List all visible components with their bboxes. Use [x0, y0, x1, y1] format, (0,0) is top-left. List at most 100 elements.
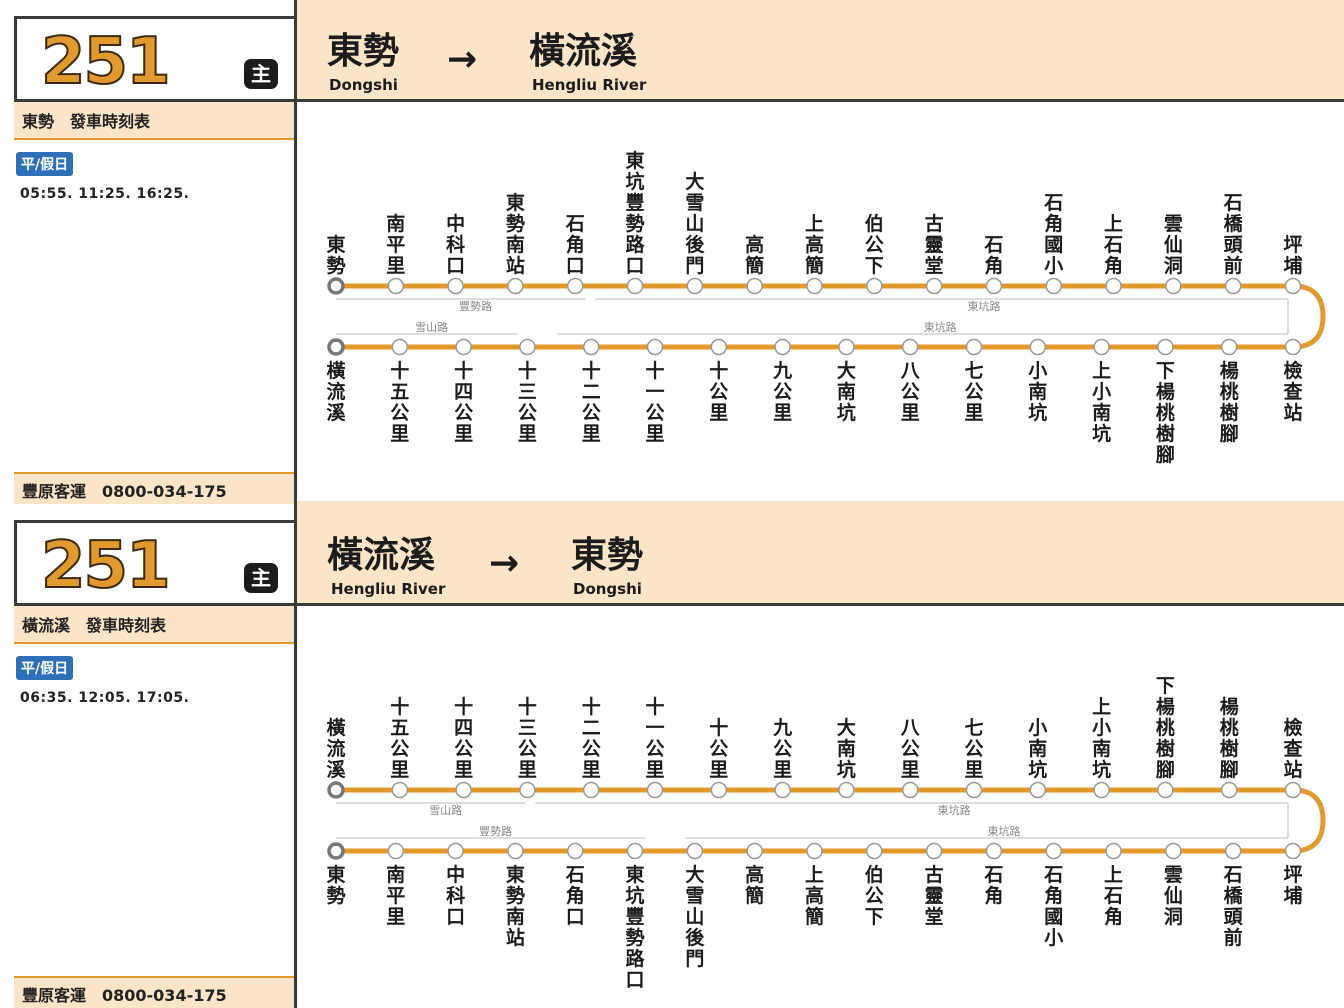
- stop-label-char: 公: [518, 402, 537, 424]
- stop-label-char: 里: [454, 423, 473, 445]
- stop-label-char: 查: [1282, 737, 1303, 760]
- stop-label-char: 橫: [326, 359, 345, 382]
- stop-marker: [925, 842, 943, 860]
- stop-label-char: 高: [805, 233, 824, 256]
- stop-label-char: 頭: [1224, 906, 1244, 928]
- stop-label-char: 洞: [1164, 906, 1183, 928]
- stop-label-char: 勢: [326, 884, 345, 907]
- stop-label-char: 站: [506, 254, 525, 277]
- schedule-sidebar: 251 主 東勢 發車時刻表 平/假日 05:55. 11:25. 16:25.…: [0, 0, 297, 504]
- stop-marker: [866, 277, 883, 295]
- stop-label-char: 路: [626, 233, 646, 256]
- stop-label-char: 四: [454, 717, 473, 739]
- stop-label-char: 里: [964, 759, 983, 781]
- stop-label-char: 公: [582, 402, 601, 424]
- stop-label-char: 雪: [685, 885, 704, 907]
- stop-label-char: 高: [745, 233, 764, 256]
- destination-name: 橫流溪: [529, 31, 638, 72]
- stop-label-char: 口: [626, 255, 645, 277]
- stop-label-char: 豐: [626, 905, 645, 928]
- stop-label-char: 石: [1223, 192, 1243, 214]
- stop-label-char: 靈: [925, 885, 944, 907]
- stop-label-char: 上: [805, 213, 824, 235]
- stop-marker: [455, 338, 472, 356]
- stop-label-char: 門: [685, 255, 704, 277]
- stop-label-char: 東: [506, 863, 525, 886]
- day-type-tag: 平/假日: [16, 656, 74, 680]
- stop-marker: [327, 781, 345, 799]
- route-number: 251: [40, 528, 172, 604]
- stop-marker: [866, 842, 883, 860]
- stop-marker: [774, 781, 791, 799]
- stop-label-char: 公: [582, 738, 601, 760]
- stop-label-char: 勢: [626, 212, 645, 235]
- stop-label-char: 南: [1092, 402, 1111, 424]
- stop-label-char: 桃: [1220, 716, 1239, 739]
- stop-label-char: 下: [865, 906, 884, 928]
- stop-label-char: 口: [626, 969, 645, 991]
- origin-name: 東勢: [327, 31, 400, 72]
- stop-marker: [1284, 277, 1302, 295]
- schedule-title: 東勢 發車時刻表: [14, 102, 294, 140]
- stop-label-char: 公: [454, 402, 473, 424]
- stop-label-char: 上: [1104, 864, 1123, 886]
- stop-label-char: 公: [645, 402, 664, 424]
- stop-label-char: 公: [454, 738, 473, 760]
- stop-marker: [582, 338, 600, 356]
- stop-marker: [391, 781, 409, 799]
- destination-name-en: Hengliu River: [532, 76, 647, 94]
- stop-marker: [1284, 781, 1302, 799]
- destination-name-en: Dongshi: [573, 580, 642, 598]
- stop-label-char: 國: [1044, 906, 1063, 928]
- route-map: 雪山路東坑路豐勢路東坑路橫流溪十五公里十四公里十三公里十二公里十一公里十公里九公…: [300, 606, 1344, 1008]
- stop-label-char: 下: [865, 255, 884, 277]
- stop-label-char: 大: [837, 716, 856, 739]
- stop-label-char: 十: [390, 695, 409, 718]
- stop-label-char: 山: [685, 906, 704, 928]
- stop-label-char: 里: [709, 759, 728, 781]
- stop-label-char: 大: [685, 863, 704, 886]
- stop-label-char: 坑: [837, 758, 856, 781]
- stop-marker: [774, 338, 791, 356]
- stop-label-char: 東: [326, 863, 345, 886]
- stop-marker: [965, 781, 983, 799]
- stop-label-char: 里: [518, 423, 537, 445]
- destination-name: 東勢: [571, 535, 644, 576]
- stop-marker: [806, 277, 823, 295]
- stop-marker: [447, 277, 464, 295]
- road-label: 東坑路: [988, 824, 1021, 838]
- stop-label-char: 門: [685, 948, 704, 970]
- stop-label-char: 公: [964, 381, 983, 403]
- stop-label-char: 楊: [1156, 380, 1175, 403]
- stop-marker: [901, 781, 919, 799]
- stop-label-char: 小: [1092, 717, 1111, 739]
- stop-marker: [1224, 842, 1242, 860]
- stop-label-char: 小: [1028, 360, 1047, 382]
- road-label: 豐勢路: [459, 299, 492, 313]
- stop-label-char: 高: [745, 863, 764, 886]
- stop-marker: [1093, 338, 1110, 356]
- stop-label-char: 中: [446, 212, 465, 235]
- stop-label-char: 勢: [506, 884, 525, 907]
- stop-label-char: 站: [506, 926, 525, 949]
- stop-marker: [646, 338, 664, 356]
- stop-label-char: 溪: [326, 402, 346, 424]
- stop-label-char: 八: [901, 360, 921, 382]
- stop-marker: [1165, 842, 1182, 860]
- stop-label-char: 公: [645, 738, 664, 760]
- stop-marker: [1029, 781, 1047, 799]
- stop-label-char: 上: [1104, 213, 1123, 235]
- stop-label-char: 二: [582, 717, 601, 739]
- stop-label-char: 坪: [1283, 864, 1302, 886]
- stop-label-char: 查: [1282, 380, 1303, 403]
- stop-label-char: 角: [566, 884, 585, 907]
- stop-label-char: 桃: [1156, 716, 1175, 739]
- stop-label-char: 石: [983, 864, 1003, 886]
- stop-label-char: 上: [805, 864, 824, 886]
- route-line-loop: [1292, 787, 1326, 854]
- stop-marker: [1157, 781, 1174, 799]
- stop-label-char: 石: [1103, 885, 1123, 907]
- road-label: 豐勢路: [479, 824, 512, 838]
- stop-label-char: 大: [685, 170, 704, 193]
- stop-label-char: 桃: [1220, 380, 1239, 403]
